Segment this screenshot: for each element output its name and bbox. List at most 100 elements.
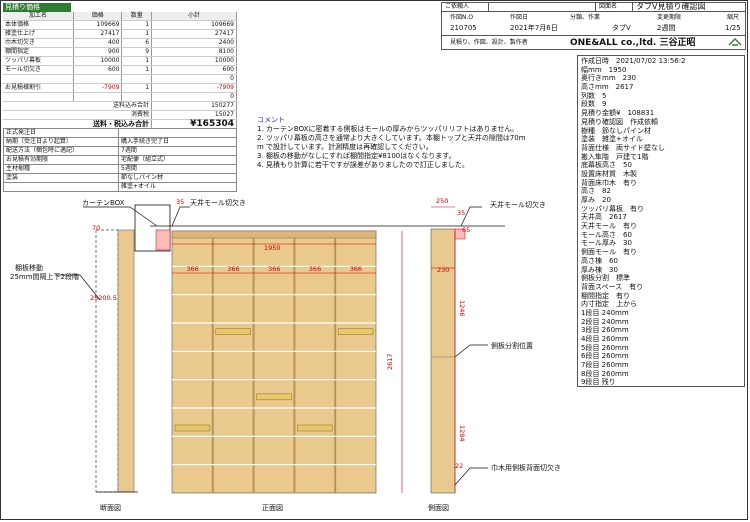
dim-column-width: 366 (227, 265, 239, 273)
estimate-cell: -7909 (151, 83, 237, 93)
property-line: ツッパリ幕板 有り (581, 204, 644, 213)
drawing-no-label: 作図N.O (450, 14, 474, 21)
estimate-cell: -7909 (73, 83, 123, 93)
property-line: 厚み 20 (581, 196, 611, 204)
spec-row: 雑塗+オイル (3, 182, 237, 192)
side-view-label: 側面図 (428, 503, 449, 512)
property-line: 3段目 260mm (581, 326, 629, 335)
movable-shelf (297, 424, 333, 432)
property-line: 見積り確認図 作成依頼 (581, 117, 658, 126)
front-view-label: 正面図 (262, 504, 283, 512)
property-line: 天井モール 有り (581, 222, 637, 231)
estimate-header-cell: 小計 (151, 12, 237, 21)
movable-shelf (215, 328, 251, 335)
movable-shelf (174, 424, 211, 432)
summary-value: 150277 (151, 101, 237, 111)
comment-line: 3. 棚板の移動がなしにすれば棚間指定¥8100はなくなります。 (257, 152, 456, 160)
estimate-cell: 1 (121, 65, 153, 75)
estimate-cell: 0 (151, 74, 237, 84)
estimate-header-cell: 加工名 (3, 12, 74, 21)
property-line: 高さmm 2617 (581, 83, 634, 92)
property-line: 内寸指定 上から (581, 300, 637, 309)
estimate-cell (3, 92, 74, 102)
estimate-cell (3, 74, 74, 84)
drawing-no: 210705 (450, 24, 477, 32)
estimate-cell: 8100 (151, 47, 237, 57)
property-line: 段数 9 (581, 100, 607, 109)
estimate-cell: 1 (121, 83, 153, 93)
estimate-cell: モール切欠き (3, 65, 74, 75)
side-view (430, 228, 466, 494)
property-line: 5段目 260mm (581, 343, 629, 352)
comment-line: 1. カーテンBOXに密着する側板はモールの厚みからツッパリリフトはありません。 (257, 125, 519, 133)
estimate-cell (121, 74, 153, 84)
dim-230: 230 (437, 266, 449, 274)
estimate-cell: 2400 (151, 38, 237, 48)
estimate-header-cell: 価格 (73, 12, 123, 21)
ceiling-mold-cut-side-label: 天井モール切欠き (490, 200, 546, 209)
dim-70: 70 (92, 224, 100, 232)
change-deadline-label: 変更期限 (657, 14, 682, 21)
title-block-row2: 作図N.O 作図日 分類、作業 変更期限 縮尺 210705 2021年7月6日… (441, 12, 746, 36)
property-line: 8段目 260mm (581, 369, 629, 378)
property-line: 底幕板高さ 50 (581, 161, 632, 170)
estimate-cell: 1 (121, 20, 153, 30)
estimate-cell: 900 (73, 47, 123, 57)
designer-label: 見積り、作図、設計、製作者 (450, 39, 528, 46)
title-block: ご依頼人 図面名 タブV見積り確認図 (441, 2, 746, 12)
dim-column-width: 366 (186, 265, 198, 273)
estimate-cell (73, 92, 123, 102)
property-line: 9段目 残り (581, 378, 616, 387)
drawing-date-label: 作図日 (510, 14, 529, 21)
estimate-cell: 雑塗仕上げ (3, 29, 74, 39)
estimate-cell: 27417 (73, 29, 123, 39)
estimate-cell: ツッパリ幕板 (3, 56, 74, 66)
property-line: 樹種 節なしパイン材 (581, 126, 651, 135)
estimate-cell: 27417 (151, 29, 237, 39)
estimate-cell: 1 (121, 56, 153, 66)
shelf-move-interval-label: 25mm間隔上下2段階 (10, 272, 79, 281)
estimate-cell: 1 (121, 29, 153, 39)
property-line: 背面スペース 有り (581, 282, 644, 291)
estimate-cell: 6 (121, 38, 153, 48)
property-line: モール高さ 60 (581, 230, 632, 239)
comment-line: 2. ツッパリ幕板の高さを通常より大きくしています。本棚トップと天井の隙間は70… (257, 134, 526, 142)
curtain-box-label: カーテンBOX (82, 199, 125, 207)
property-line: 1段目 240mm (581, 308, 629, 317)
drawing-name: タブV見積り確認図 (632, 2, 746, 12)
estimate-cell: 巾木切欠き (3, 38, 74, 48)
spec-cell: 雑塗+オイル (118, 182, 237, 192)
property-line: 高さ棟 60 (581, 256, 618, 265)
property-line: 塗装 雑塗+オイル (581, 135, 643, 144)
dim-width: 1950 (264, 244, 281, 252)
spec-table: 正式発注日納期（受注日より起算）購入手続き完了日配送方法（梱包時に適記）7週間お… (3, 128, 237, 192)
property-line: 見積り金額¥ 108831 (581, 109, 655, 118)
dim-2617: 2617 (386, 353, 394, 370)
side-split-label: 側板分割位置 (491, 341, 533, 350)
scale: 1/25 (725, 24, 741, 32)
estimate-title: 見積り価格 (3, 3, 71, 12)
property-line: 設置床材質 木製 (581, 169, 637, 178)
dim-section-offset: 25200.5 (90, 294, 117, 302)
summary-value: 15027 (151, 110, 237, 120)
estimate-cell: 109669 (151, 20, 237, 30)
property-line: 6段目 260mm (581, 352, 629, 361)
estimate-cell: 10000 (151, 56, 237, 66)
comment-line: 4. 見積もり計算に若干ですが誤差がありましたので訂正しました。 (257, 161, 469, 169)
estimate-cell: 600 (73, 65, 123, 75)
dim-250: 250 (436, 197, 448, 205)
property-line: 4段目 260mm (581, 335, 629, 343)
ceiling-mold-cut-label: 天井モール切欠き (190, 198, 246, 207)
dim-column-width: 366 (268, 265, 280, 273)
company-logo-icon (728, 38, 742, 46)
